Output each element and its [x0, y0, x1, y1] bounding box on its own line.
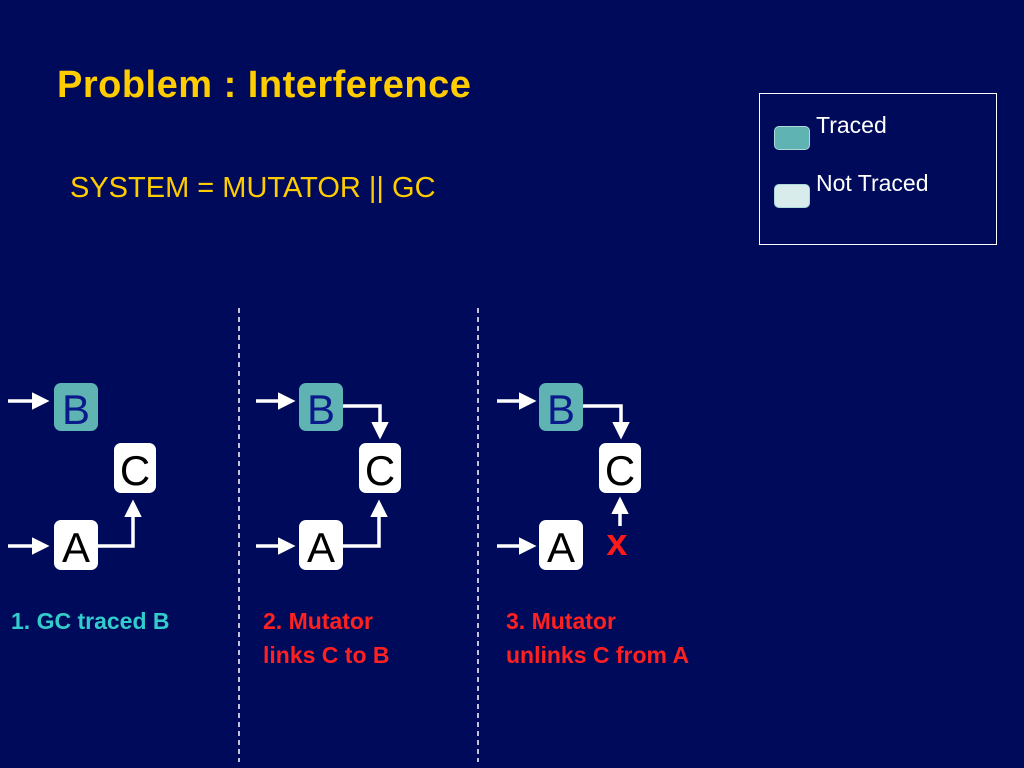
node-a	[539, 520, 583, 570]
node-c	[599, 443, 641, 493]
node-b	[54, 383, 98, 431]
node-b	[539, 383, 583, 431]
not-traced-swatch	[774, 184, 810, 208]
legend: Traced Not Traced	[759, 93, 997, 245]
node-a-label: A	[307, 524, 335, 571]
edge-a-to-c	[342, 499, 388, 548]
node-a-label: A	[62, 524, 90, 571]
node-c	[359, 443, 401, 493]
caption-step-2: 2. Mutator links C to B	[263, 604, 390, 672]
node-c-label: C	[120, 447, 150, 494]
legend-label-traced: Traced	[816, 112, 887, 138]
traced-swatch	[774, 126, 810, 150]
node-a	[299, 520, 343, 570]
caption-line: 1. GC traced B	[11, 608, 170, 634]
node-c-label: C	[605, 447, 635, 494]
panel-3: B C A x	[497, 383, 641, 571]
node-b-label: B	[547, 386, 575, 433]
node-b	[299, 383, 343, 431]
caption-line: links C to B	[263, 642, 390, 668]
edge-b-to-c	[343, 404, 389, 440]
slide-title: Problem : Interference	[57, 64, 472, 106]
node-c	[114, 443, 156, 493]
caption-step-3: 3. Mutator unlinks C from A	[506, 604, 689, 672]
node-c-label: C	[365, 447, 395, 494]
node-a-label: A	[547, 524, 575, 571]
legend-label-not-traced: Not Traced	[816, 170, 929, 196]
panel-2: B C A	[256, 383, 401, 571]
caption-line: 2. Mutator	[263, 608, 373, 634]
caption-line: unlinks C from A	[506, 642, 690, 668]
node-b-label: B	[62, 386, 90, 433]
edge-a-to-c	[97, 499, 142, 548]
caption-line: 3. Mutator	[506, 608, 616, 634]
cut-mark-x: x	[606, 522, 627, 564]
caption-step-1: 1. GC traced B	[11, 604, 170, 638]
edge-b-to-c	[583, 404, 630, 440]
node-a	[54, 520, 98, 570]
node-b-label: B	[307, 386, 335, 433]
system-equation: SYSTEM = MUTATOR || GC	[70, 172, 436, 204]
panel-1: B C A	[8, 383, 156, 571]
